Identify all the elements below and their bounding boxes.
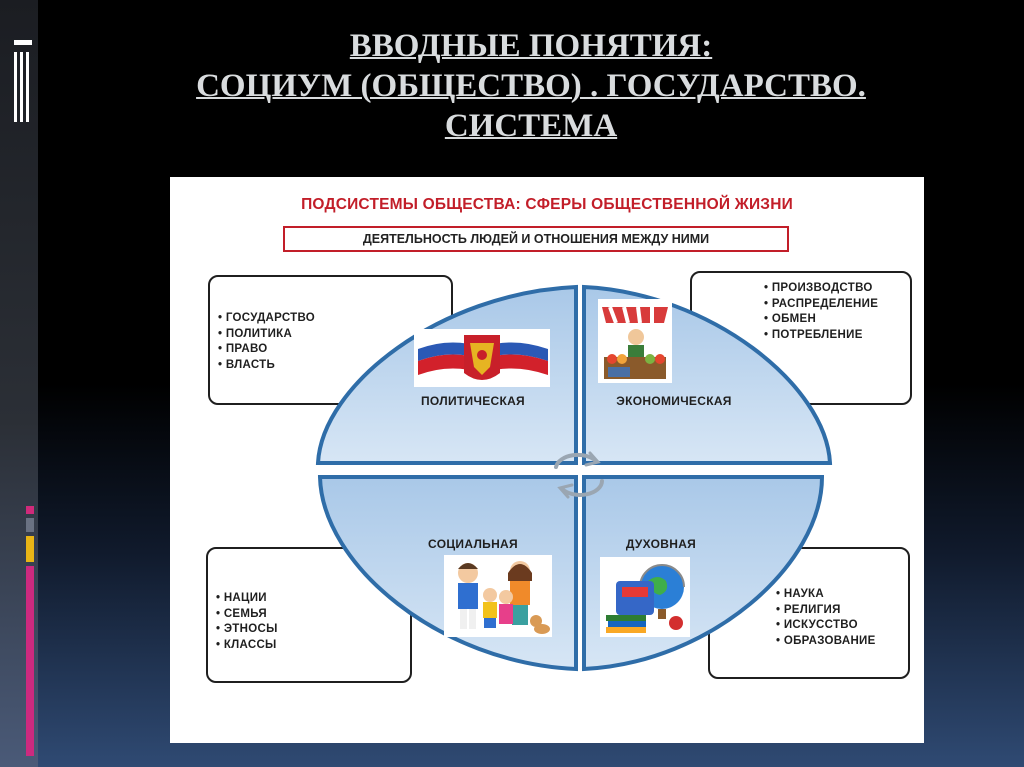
diagram-panel: ПОДСИСТЕМЫ ОБЩЕСТВА: СФЕРЫ ОБЩЕСТВЕННОЙ … [170,177,924,743]
economic-list: ПРОИЗВОДСТВО РАСПРЕДЕЛЕНИЕ ОБМЕН ПОТРЕБЛ… [764,281,878,343]
list-item: ВЛАСТЬ [218,358,315,374]
list-item: ПРОИЗВОДСТВО [764,281,878,297]
social-label: СОЦИАЛЬНАЯ [428,537,518,551]
accent-bar-magenta [26,566,34,756]
accent-bar-gray [26,518,34,532]
list-item: НАУКА [776,587,876,603]
slide-title-line-1: ВВОДНЫЕ ПОНЯТИЯ: [349,28,713,64]
list-item: КЛАССЫ [216,638,278,654]
list-item: СЕМЬЯ [216,607,278,623]
cycle-arrows-icon [554,451,604,499]
list-item: ЭТНОСЫ [216,622,278,638]
market-stall-icon [598,299,672,383]
political-label: ПОЛИТИЧЕСКАЯ [421,394,525,408]
political-list: ГОСУДАРСТВО ПОЛИТИКА ПРАВО ВЛАСТЬ [218,311,315,373]
quadrant-diagram [315,284,833,672]
list-item: ПОТРЕБЛЕНИЕ [764,328,878,344]
economic-label: ЭКОНОМИЧЕСКАЯ [616,394,732,408]
list-item: ОБМЕН [764,312,878,328]
social-list: НАЦИИ СЕМЬЯ ЭТНОСЫ КЛАССЫ [216,591,278,653]
school-supplies-globe-icon [600,557,690,637]
slide-title-line-2: СОЦИУМ (ОБЩЕСТВО) . ГОСУДАРСТВО. [196,68,866,104]
list-item: ИСКУССТВО [776,618,876,634]
slide-title: ВВОДНЫЕ ПОНЯТИЯ: СОЦИУМ (ОБЩЕСТВО) . ГОС… [38,26,1024,146]
list-item: ПОЛИТИКА [218,327,315,343]
russian-coat-of-arms-flag-icon [414,329,550,387]
slide-title-line-3: СИСТЕМА [444,108,618,144]
list-item: ПРАВО [218,342,315,358]
family-icon [444,555,552,637]
diagram-subheading: ДЕЯТЕЛЬНОСТЬ ЛЮДЕЙ И ОТНОШЕНИЯ МЕЖДУ НИМ… [283,226,789,252]
spiritual-label: ДУХОВНАЯ [625,537,697,551]
list-item: ОБРАЗОВАНИЕ [776,634,876,650]
diagram-heading: ПОДСИСТЕМЫ ОБЩЕСТВА: СФЕРЫ ОБЩЕСТВЕННОЙ … [301,196,793,213]
list-item: РАСПРЕДЕЛЕНИЕ [764,297,878,313]
spiritual-list: НАУКА РЕЛИГИЯ ИСКУССТВО ОБРАЗОВАНИЕ [776,587,876,649]
accent-bar-pink [26,506,34,514]
accent-bar-yellow [26,536,34,562]
list-item: РЕЛИГИЯ [776,603,876,619]
list-item: НАЦИИ [216,591,278,607]
list-item: ГОСУДАРСТВО [218,311,315,327]
